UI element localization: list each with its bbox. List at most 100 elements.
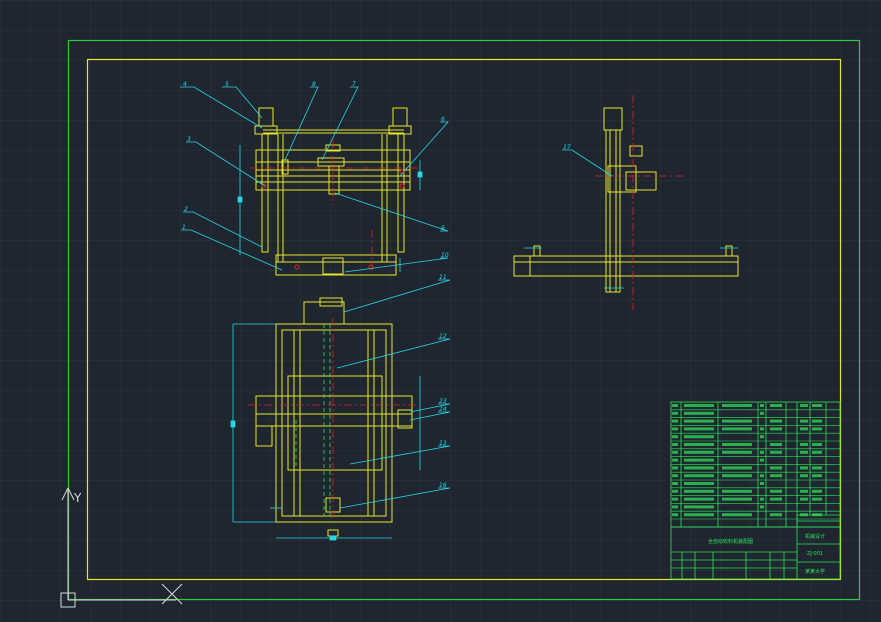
top-view-hidden bbox=[295, 324, 331, 516]
parts-list-cell-mark bbox=[672, 466, 678, 470]
parts-list-cell-mark bbox=[770, 513, 782, 517]
parts-list-cell-mark bbox=[722, 466, 752, 470]
parts-list-cell-mark bbox=[800, 466, 808, 470]
parts-list-cell-mark bbox=[722, 450, 752, 454]
parts-list-cell-mark bbox=[684, 505, 714, 509]
balloon-6: 6 bbox=[441, 116, 445, 123]
balloon-10: 10 bbox=[441, 252, 449, 259]
parts-list-cell-mark bbox=[800, 474, 808, 478]
balloon-12: 12 bbox=[439, 333, 447, 340]
parts-list-cell-mark bbox=[760, 505, 764, 509]
side-view-centerlines bbox=[595, 95, 686, 310]
parts-list-cell-mark bbox=[760, 450, 764, 454]
parts-list-cell-mark bbox=[760, 427, 764, 431]
balloon-23: 23 bbox=[439, 398, 447, 405]
parts-list-cell-mark bbox=[672, 435, 678, 439]
parts-list-cell-mark bbox=[770, 474, 782, 478]
parts-list-cell-mark bbox=[812, 497, 822, 501]
parts-list-cell-mark bbox=[812, 404, 822, 407]
parts-list-cell-mark bbox=[800, 427, 808, 431]
parts-list-cell-mark bbox=[672, 450, 678, 454]
parts-list-cell-mark bbox=[800, 450, 808, 454]
balloon-8: 8 bbox=[312, 81, 316, 88]
parts-list-cell-mark bbox=[722, 474, 752, 478]
parts-list-cell-mark bbox=[684, 513, 714, 517]
parts-list-cell-mark bbox=[684, 482, 714, 485]
parts-list-cell-mark bbox=[760, 474, 764, 478]
balloon-1: 1 bbox=[182, 224, 186, 231]
parts-list-cell-mark bbox=[672, 427, 678, 431]
drawing-number: ZJ-001 bbox=[807, 551, 823, 557]
side-view[interactable] bbox=[513, 107, 739, 293]
parts-list-cell-mark bbox=[760, 497, 764, 501]
side-view-dimensions bbox=[524, 247, 738, 289]
parts-list-cell-mark bbox=[760, 435, 764, 439]
parts-list-cell-mark bbox=[722, 419, 752, 423]
parts-list-cell-mark bbox=[684, 497, 714, 501]
parts-list-cell-mark bbox=[800, 489, 808, 493]
ucs-y-label: Y bbox=[73, 491, 82, 505]
parts-list-cell-mark bbox=[722, 489, 752, 493]
parts-list-cell-mark bbox=[672, 419, 678, 423]
balloon-17: 17 bbox=[563, 144, 571, 151]
parts-list-cell-mark bbox=[770, 489, 782, 493]
parts-list-cell-mark bbox=[800, 404, 808, 407]
parts-list-cell-mark bbox=[684, 474, 714, 478]
parts-list-cell-mark bbox=[812, 450, 822, 454]
parts-list-cell-mark bbox=[722, 513, 752, 517]
parts-list-cell-mark bbox=[672, 458, 678, 462]
parts-list-cell-mark bbox=[672, 443, 678, 446]
parts-list-cell-mark bbox=[672, 411, 678, 415]
parts-list-cell-mark bbox=[760, 411, 764, 415]
parts-list-cell-mark bbox=[684, 427, 714, 431]
parts-list-cell-mark bbox=[800, 419, 808, 423]
front-view-leaders bbox=[180, 86, 449, 273]
outer-drawing-frame[interactable] bbox=[67, 39, 861, 601]
parts-list-cell-mark bbox=[684, 489, 714, 493]
company-name: 机械设计 bbox=[805, 533, 825, 540]
parts-list-cell-mark bbox=[684, 404, 714, 407]
parts-list-cell-mark bbox=[722, 404, 752, 407]
parts-list-cell-mark bbox=[672, 404, 678, 407]
parts-list-cell-mark bbox=[800, 443, 808, 446]
parts-list-cell-mark bbox=[684, 435, 714, 439]
parts-list-cell-mark bbox=[770, 443, 782, 446]
parts-list-cell-mark bbox=[812, 419, 822, 423]
ucs-icon[interactable] bbox=[60, 487, 183, 608]
top-view-balloons: 11 12 23 24 13 16 bbox=[439, 274, 447, 489]
title-block[interactable] bbox=[670, 514, 841, 580]
parts-list-cell-mark bbox=[770, 427, 782, 431]
parts-list-cell-mark bbox=[684, 419, 714, 423]
title-block-text: 全自动收料机装配图 机械设计 ZJ-001 某某大学 bbox=[708, 533, 825, 575]
balloon-5: 5 bbox=[225, 81, 229, 88]
parts-list-cell-mark bbox=[684, 443, 714, 446]
side-view-leaders bbox=[562, 149, 613, 177]
parts-list-cell-mark bbox=[672, 474, 678, 478]
top-view-centerlines bbox=[248, 318, 420, 520]
front-view-centerlines bbox=[250, 140, 418, 270]
parts-list-cell-mark bbox=[760, 482, 764, 485]
parts-list-cell-mark bbox=[760, 404, 764, 407]
drawing-name: 全自动收料机装配图 bbox=[708, 538, 753, 545]
inner-drawing-border[interactable] bbox=[86, 58, 842, 581]
balloon-3: 3 bbox=[187, 136, 191, 143]
balloon-16: 16 bbox=[439, 482, 447, 489]
parts-list-cell-mark bbox=[770, 497, 782, 501]
parts-list-cell-mark bbox=[812, 489, 822, 493]
balloon-11: 11 bbox=[439, 274, 447, 281]
parts-list-cell-mark bbox=[672, 482, 678, 485]
parts-list-cell-text bbox=[672, 404, 822, 517]
parts-list-cell-mark bbox=[770, 466, 782, 470]
balloon-4: 4 bbox=[183, 81, 187, 88]
parts-list-cell-mark bbox=[812, 443, 822, 446]
parts-list-cell-mark bbox=[770, 404, 782, 407]
parts-list-cell-mark bbox=[722, 427, 752, 431]
parts-list-cell-mark bbox=[770, 450, 782, 454]
parts-list-cell-mark bbox=[672, 505, 678, 509]
balloon-7: 7 bbox=[352, 81, 356, 88]
balloon-2: 2 bbox=[184, 206, 188, 213]
parts-list-cell-mark bbox=[812, 466, 822, 470]
parts-list-cell-mark bbox=[672, 489, 678, 493]
front-view-dimensions bbox=[237, 145, 423, 272]
